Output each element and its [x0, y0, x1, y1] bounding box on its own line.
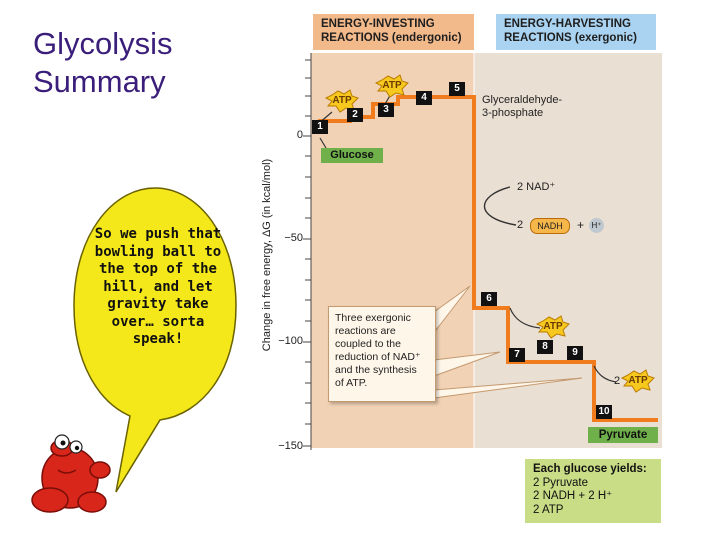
exergonic-note: Three exergonic reactions are coupled to… — [328, 306, 436, 402]
note-line-1: Three exergonic — [335, 312, 411, 324]
yields-heading: Each glucose yields: — [533, 463, 647, 475]
title-line-1: Glycolysis — [33, 26, 173, 61]
atp-label-2: ATP — [382, 80, 402, 91]
note-line-3: coupled to the — [335, 338, 401, 350]
y-tick-minus50: −50 — [284, 232, 303, 244]
slide-title: Glycolysis Summary — [33, 25, 233, 101]
crab-mascot-icon — [31, 434, 111, 513]
nadh-badge: NADH — [530, 218, 570, 234]
glucose-arrow — [319, 137, 327, 149]
glucose-box: Glucose — [321, 148, 383, 163]
step-7: 7 — [509, 348, 525, 362]
speech-bubble-text: So we push that bowling ball to the top … — [94, 226, 222, 347]
y-tick-minus100: −100 — [278, 335, 303, 347]
step-9: 9 — [567, 346, 583, 360]
atp-label-3: ATP — [543, 321, 563, 332]
step-6: 6 — [481, 292, 497, 306]
step-5: 5 — [449, 82, 465, 96]
speech-bubble — [73, 187, 237, 493]
step-4: 4 — [416, 91, 432, 105]
investing-header: ENERGY-INVESTING REACTIONS (endergonic) — [313, 14, 474, 50]
nad-arrow — [483, 186, 517, 226]
note-line-6: of ATP. — [335, 377, 368, 389]
note-line-4: reduction of NAD⁺ — [335, 351, 421, 363]
step-10: 10 — [596, 405, 612, 419]
step-2: 2 — [347, 108, 363, 122]
nad-plus-label: 2 NAD⁺ — [517, 181, 556, 193]
plus-sign: + — [577, 218, 585, 232]
harvesting-header-line-1: ENERGY-HARVESTING — [504, 18, 631, 30]
yields-line-atp: 2 ATP — [533, 503, 564, 516]
harvesting-header: ENERGY-HARVESTING REACTIONS (exergonic) — [496, 14, 656, 50]
title-line-2: Summary — [33, 64, 166, 99]
investing-header-line-1: ENERGY-INVESTING — [321, 18, 435, 30]
yields-box: Each glucose yields: 2 Pyruvate 2 NADH +… — [525, 459, 661, 523]
atp-label-1: ATP — [332, 95, 352, 106]
nadh-prefix: 2 — [517, 219, 524, 231]
atp-prefix-2: 2 — [614, 375, 621, 387]
pyruvate-box: Pyruvate — [588, 427, 658, 443]
yields-line-pyruvate: 2 Pyruvate — [533, 476, 588, 489]
atp-arrow-4 — [593, 365, 617, 383]
g3p-line-2: 3-phosphate — [482, 107, 544, 119]
step-8: 8 — [537, 340, 553, 354]
h-plus-badge: H⁺ — [589, 218, 604, 233]
note-line-2: reactions are — [335, 325, 396, 337]
atp-burst-shapes — [324, 74, 655, 393]
g3p-label: Glyceraldehyde- 3-phosphate — [482, 94, 582, 120]
investing-header-line-2: REACTIONS (endergonic) — [321, 32, 462, 44]
y-axis-label: Change in free energy, ΔG (in kcal/mol) — [261, 158, 273, 352]
harvesting-header-line-2: REACTIONS (exergonic) — [504, 32, 637, 44]
y-tick-0: 0 — [296, 129, 303, 141]
g3p-line-1: Glyceraldehyde- — [482, 94, 563, 106]
atp-label-4: ATP — [628, 375, 648, 386]
y-tick-minus150: −150 — [278, 440, 303, 452]
atp-arrow-3 — [509, 307, 541, 329]
y-axis-ticks — [303, 59, 311, 447]
step-3: 3 — [378, 103, 394, 117]
note-line-5: and the synthesis — [335, 364, 417, 376]
step-1: 1 — [312, 120, 328, 134]
yields-line-nadh: 2 NADH + 2 H⁺ — [533, 490, 613, 502]
